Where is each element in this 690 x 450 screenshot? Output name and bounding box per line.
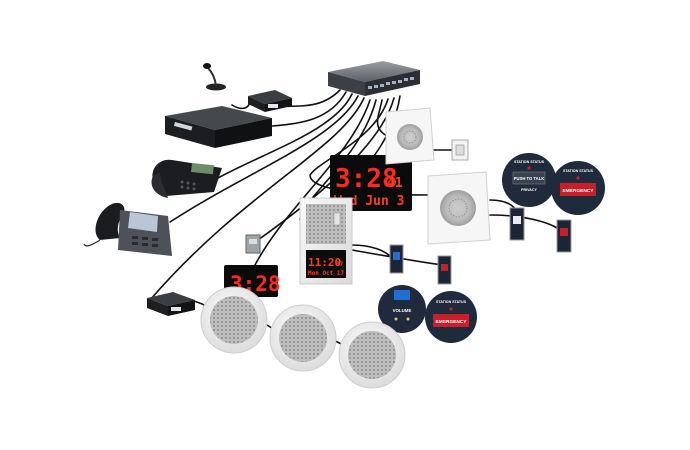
badge-push-to-talk: STATION STATUS PUSH TO TALK PRIVACY [502,153,556,207]
badge-emergency-bottom-station-status: STATION STATUS [436,300,467,304]
round-ceiling-speaker-1 [200,286,268,354]
badge-push-station-status: STATION STATUS [514,160,545,164]
flush-mount-speaker-clock: 11:20 37 Mon Oct 17 [299,197,353,285]
call-switch-1 [389,244,404,274]
badge-volume: VOLUME [378,285,426,333]
badge-privacy-label: PRIVACY [521,188,537,192]
desk-phone [151,159,222,198]
controller-box-top [248,90,292,112]
audio-amplifier [165,106,272,148]
call-switch-2 [437,255,452,285]
badge-emergency-top-label: EMERGENCY [563,188,595,194]
square-ceiling-speaker-small [385,107,435,165]
call-switch-4 [556,219,572,253]
large-clock-time: 3:28 [335,164,398,194]
badge-push-label: PUSH TO TALK [514,176,545,181]
flush-clock-time: 11:20 [308,256,341,269]
call-switch-3 [509,207,525,241]
controller-box-bottom [147,292,195,316]
badge-emergency-bottom-label: EMERGENCY [436,319,468,325]
badge-emergency-bottom: STATION STATUS EMERGENCY [425,291,477,343]
large-clock-seconds: 41 [387,176,403,191]
round-ceiling-speaker-3 [338,321,406,389]
round-ceiling-speaker-2 [269,304,337,372]
desktop-microphone [203,63,226,91]
network-switch [328,61,420,96]
flush-clock-date: Mon Oct 17 [308,270,345,277]
badge-emergency-top-station-status: STATION STATUS [563,169,594,173]
square-ceiling-speaker-large [427,171,491,245]
wall-volume-control [451,139,469,161]
badge-volume-label: VOLUME [393,308,412,313]
wall-call-station [245,234,261,254]
flush-clock-seconds: 37 [336,261,344,268]
ip-phone [83,202,172,256]
badge-emergency-top: STATION STATUS EMERGENCY [551,161,605,215]
